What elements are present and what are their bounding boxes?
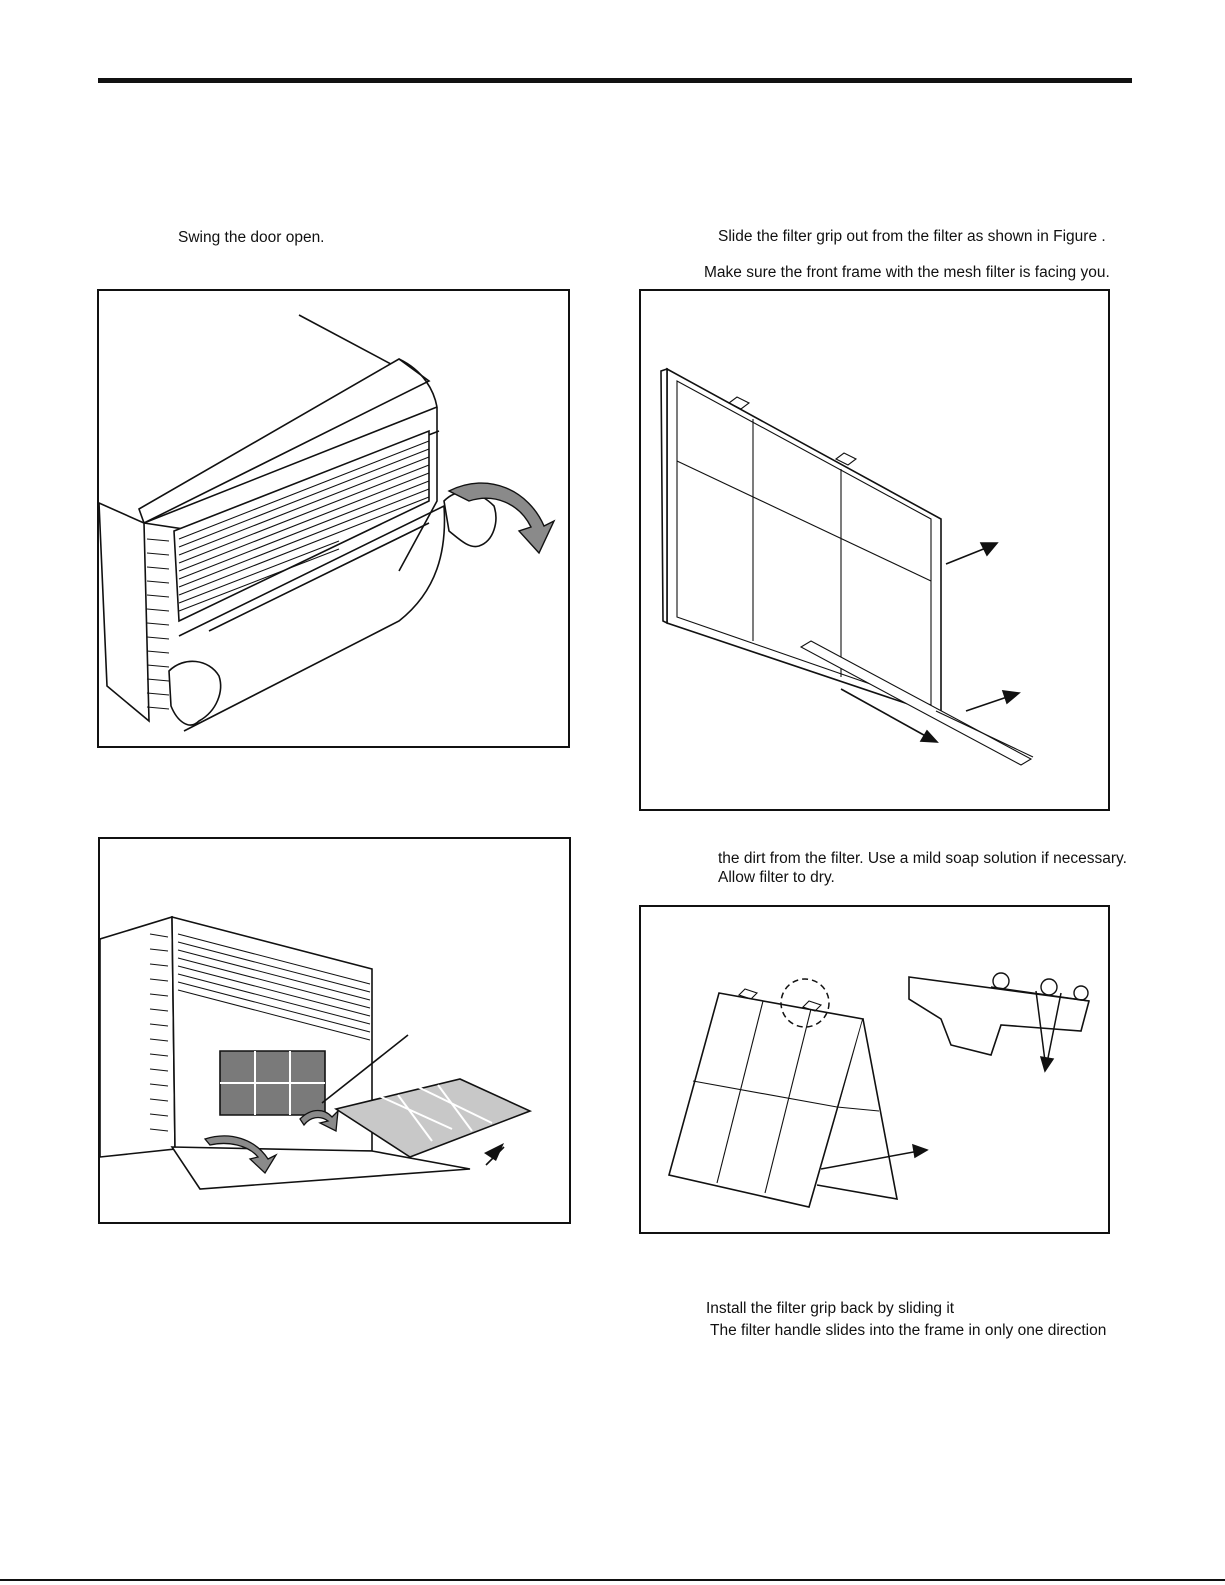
header-rule: [98, 78, 1132, 83]
figure-slide-grip: [639, 289, 1110, 811]
step-swing-door-text: Swing the door open.: [178, 229, 325, 246]
filter-removal-illustration-icon: [100, 915, 533, 1190]
filter-frame-open-illustration-icon: [668, 972, 1091, 1208]
filter-grip-slide-illustration-icon: [660, 367, 1034, 766]
step-clean-text-1: the dirt from the filter. Use a mild soa…: [718, 850, 1127, 867]
door-open-illustration-icon: [99, 314, 556, 732]
footer-rule: [0, 1579, 1225, 1581]
step-install-text-2: The filter handle slides into the frame …: [710, 1322, 1107, 1339]
step-front-frame-text: Make sure the front frame with the mesh …: [704, 264, 1110, 281]
step-clean-text-2: Allow filter to dry.: [718, 869, 835, 886]
figure-door-open: [97, 289, 570, 748]
figure-remove-filter: [98, 837, 571, 1224]
step-install-text-1: Install the filter grip back by sliding …: [706, 1300, 955, 1317]
figure-filter-frame: [639, 905, 1110, 1234]
step-slide-grip-text: Slide the filter grip out from the filte…: [718, 228, 1106, 245]
